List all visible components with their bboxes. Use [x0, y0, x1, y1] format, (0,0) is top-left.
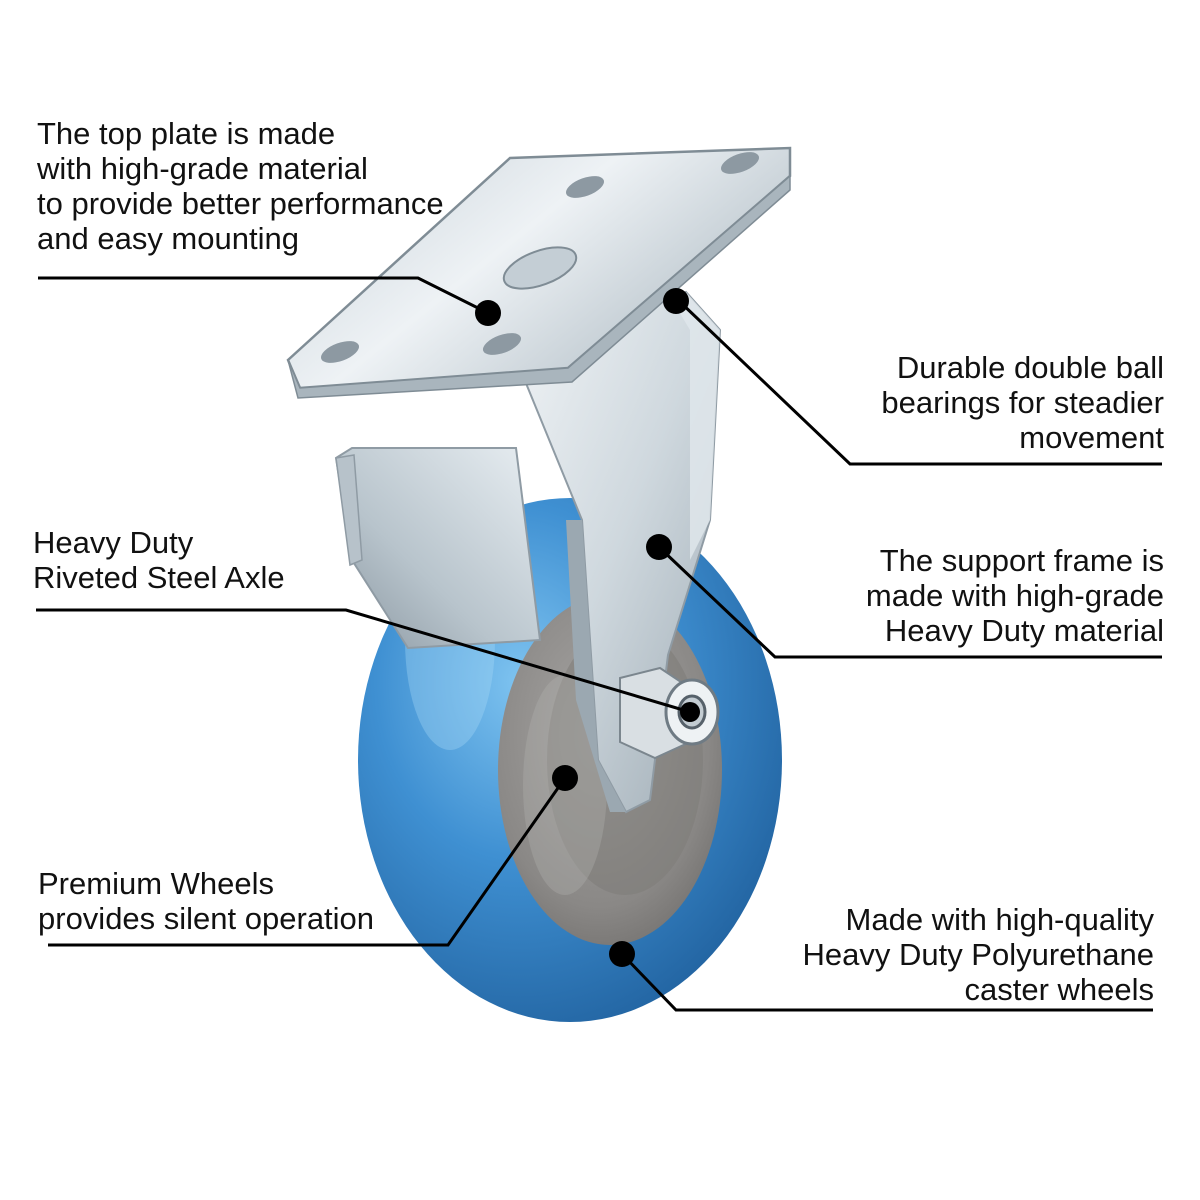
callout-line: Premium Wheels [38, 866, 274, 901]
callout-line: The top plate is made [37, 116, 336, 151]
marker-frame [646, 534, 672, 560]
callout-line: and easy mounting [37, 221, 299, 256]
callout-line: made with high-grade [865, 578, 1164, 613]
plate-hole-1 [565, 176, 605, 198]
callout-frame: The support frame is made with high-grad… [866, 543, 1164, 648]
plate-hole-3 [320, 341, 360, 363]
plate-hole-2 [720, 152, 760, 174]
fork-back-edge [335, 454, 363, 567]
callout-top-plate: The top plate is made with high-grade ma… [37, 116, 444, 256]
callout-markers [475, 288, 700, 967]
marker-top-plate [475, 300, 501, 326]
callout-line: Heavy Duty Polyurethane [802, 937, 1154, 972]
plate-hole-4 [482, 333, 522, 355]
callout-line: movement [1019, 420, 1164, 455]
callout-line: bearings for steadier [881, 385, 1164, 420]
marker-axle [680, 702, 700, 722]
callout-line: provides silent operation [38, 901, 375, 936]
leader-bearings [676, 298, 1162, 466]
callout-line: to provide better performance [37, 186, 444, 221]
callout-line: Riveted Steel Axle [33, 560, 285, 595]
leader-wheels [48, 777, 567, 947]
marker-wheels [552, 765, 578, 791]
plate-rivet [502, 246, 578, 290]
fork-back-leg [334, 447, 542, 650]
callout-line: Heavy Duty material [884, 613, 1164, 648]
support-frame-group [334, 290, 722, 814]
callout-line: Durable double ball [896, 350, 1164, 385]
fork-front-edge [566, 520, 626, 812]
callout-axle: Heavy Duty Riveted Steel Axle [33, 525, 285, 595]
top-plate-edge [287, 174, 791, 399]
leader-axle [36, 608, 691, 714]
callout-line: The support frame is [879, 543, 1164, 578]
callout-line: caster wheels [964, 972, 1154, 1007]
leader-polyurethane [620, 952, 1153, 1012]
callout-line: with high-grade material [37, 151, 368, 186]
top-plate-group [286, 146, 792, 399]
callout-bearings: Durable double ball bearings for steadie… [881, 350, 1164, 455]
callout-line: Heavy Duty [33, 525, 194, 560]
leader-top-plate [38, 276, 489, 315]
marker-polyurethane [609, 941, 635, 967]
marker-bearings [663, 288, 689, 314]
callout-line: Made with high-quality [845, 902, 1154, 937]
fork-front-shade [672, 292, 720, 560]
leader-frame [658, 546, 1162, 659]
callout-polyurethane: Made with high-quality Heavy Duty Polyur… [802, 902, 1154, 1007]
callout-wheels: Premium Wheels provides silent operation [38, 866, 374, 936]
leader-lines [36, 276, 1162, 1012]
